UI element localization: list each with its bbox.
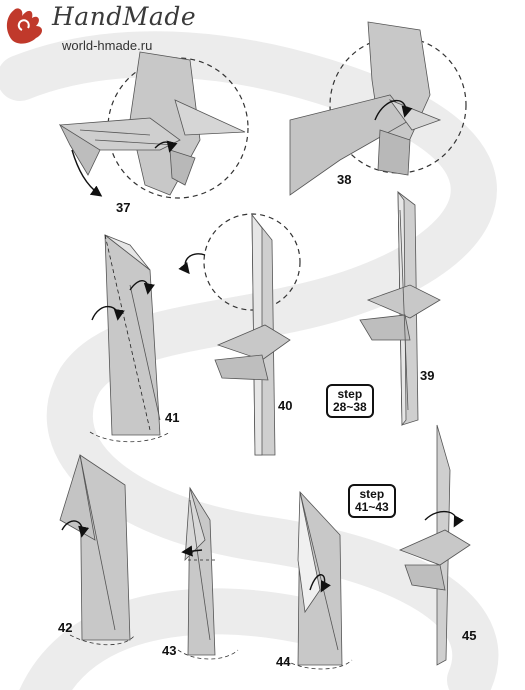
step-number-38: 38 <box>337 172 352 187</box>
handmade-logo <box>6 8 43 44</box>
step-number-40: 40 <box>278 398 293 413</box>
step-45-figure <box>398 424 471 666</box>
step-number-41: 41 <box>165 410 180 425</box>
hand-logo-icon <box>6 8 43 44</box>
step-42-figure <box>59 454 136 646</box>
site-url: world-hmade.ru <box>62 38 153 53</box>
note-label: step <box>359 487 385 501</box>
step-39-figure <box>359 190 441 427</box>
note-range: 41~43 <box>355 500 389 514</box>
step-43-figure <box>177 486 239 660</box>
step-38-figure <box>289 21 467 196</box>
step-44-figure <box>284 490 353 670</box>
step-number-42: 42 <box>58 620 73 635</box>
step-number-39: 39 <box>420 368 435 383</box>
step-41-figure <box>89 234 171 443</box>
note-range: 28~38 <box>333 400 367 414</box>
step-40-figure <box>178 213 301 456</box>
step-number-43: 43 <box>162 643 177 658</box>
step-reference-note-28-38: step 28~38 <box>326 384 374 418</box>
step-number-45: 45 <box>462 628 477 643</box>
step-37-figure <box>59 51 249 199</box>
step-reference-note-41-43: step 41~43 <box>348 484 396 518</box>
note-label: step <box>337 387 363 401</box>
step-number-44: 44 <box>276 654 291 669</box>
step-number-37: 37 <box>116 200 131 215</box>
brand-title: HandMade <box>52 2 197 31</box>
